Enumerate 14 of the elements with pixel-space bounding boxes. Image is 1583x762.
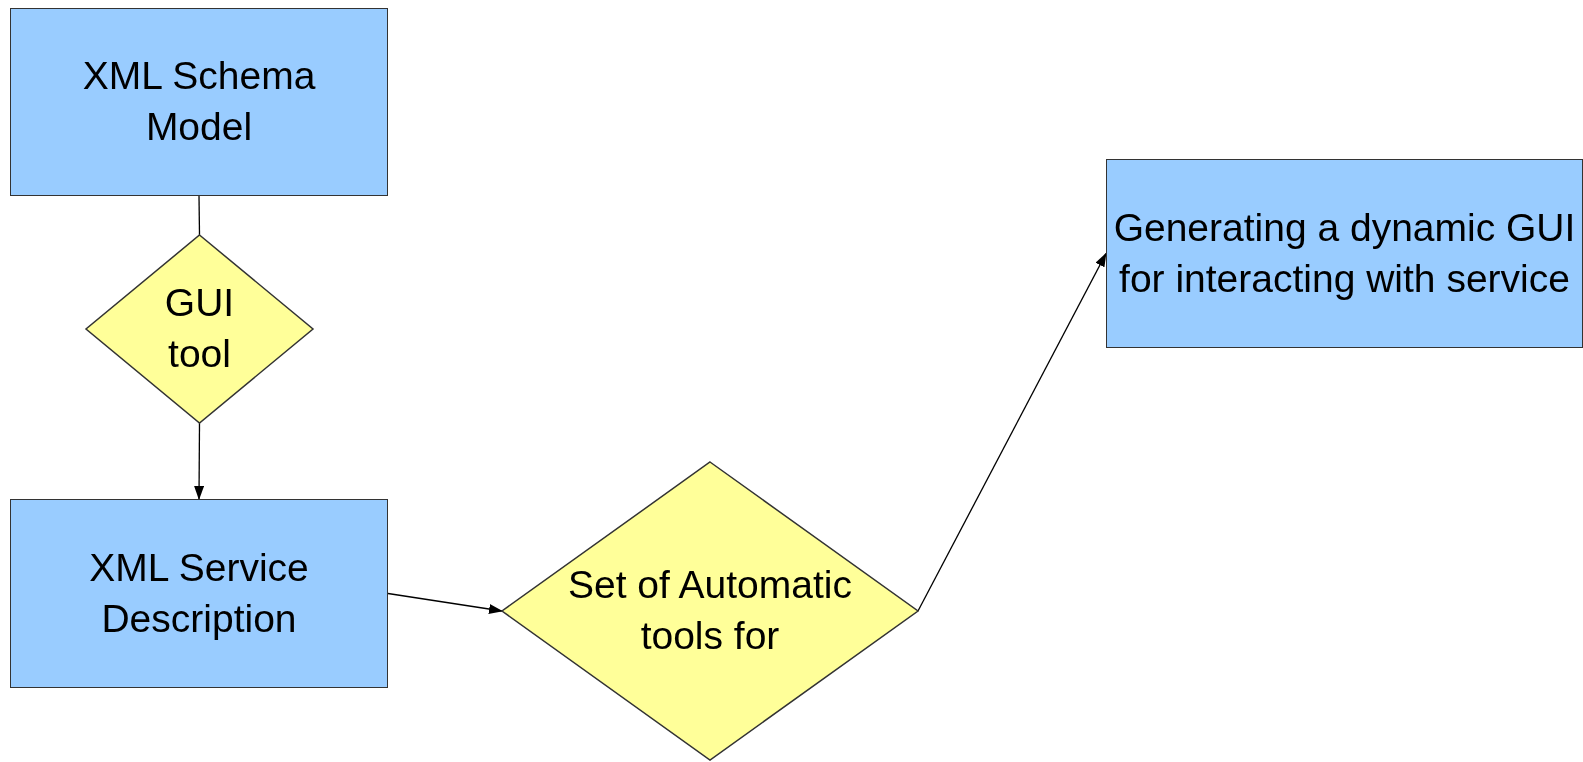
- decision-label: GUI tool: [163, 280, 236, 377]
- process-label: XML Service Description: [88, 544, 310, 642]
- process-box: [10, 499, 388, 688]
- process-label: XML Schema Model: [81, 53, 317, 150]
- connector-line: [198, 195, 201, 236]
- decision-label: Set of Automatic tools for: [567, 562, 853, 659]
- process-box: [1106, 159, 1583, 348]
- process-box: [10, 8, 388, 196]
- process-label: Generating a dynamic GUI for interacting with service: [1112, 204, 1577, 302]
- decision-diamond: [502, 462, 918, 760]
- decision-diamond: [86, 235, 313, 423]
- arrow: [917, 252, 1107, 612]
- arrow: [194, 422, 205, 500]
- arrow: [387, 592, 503, 614]
